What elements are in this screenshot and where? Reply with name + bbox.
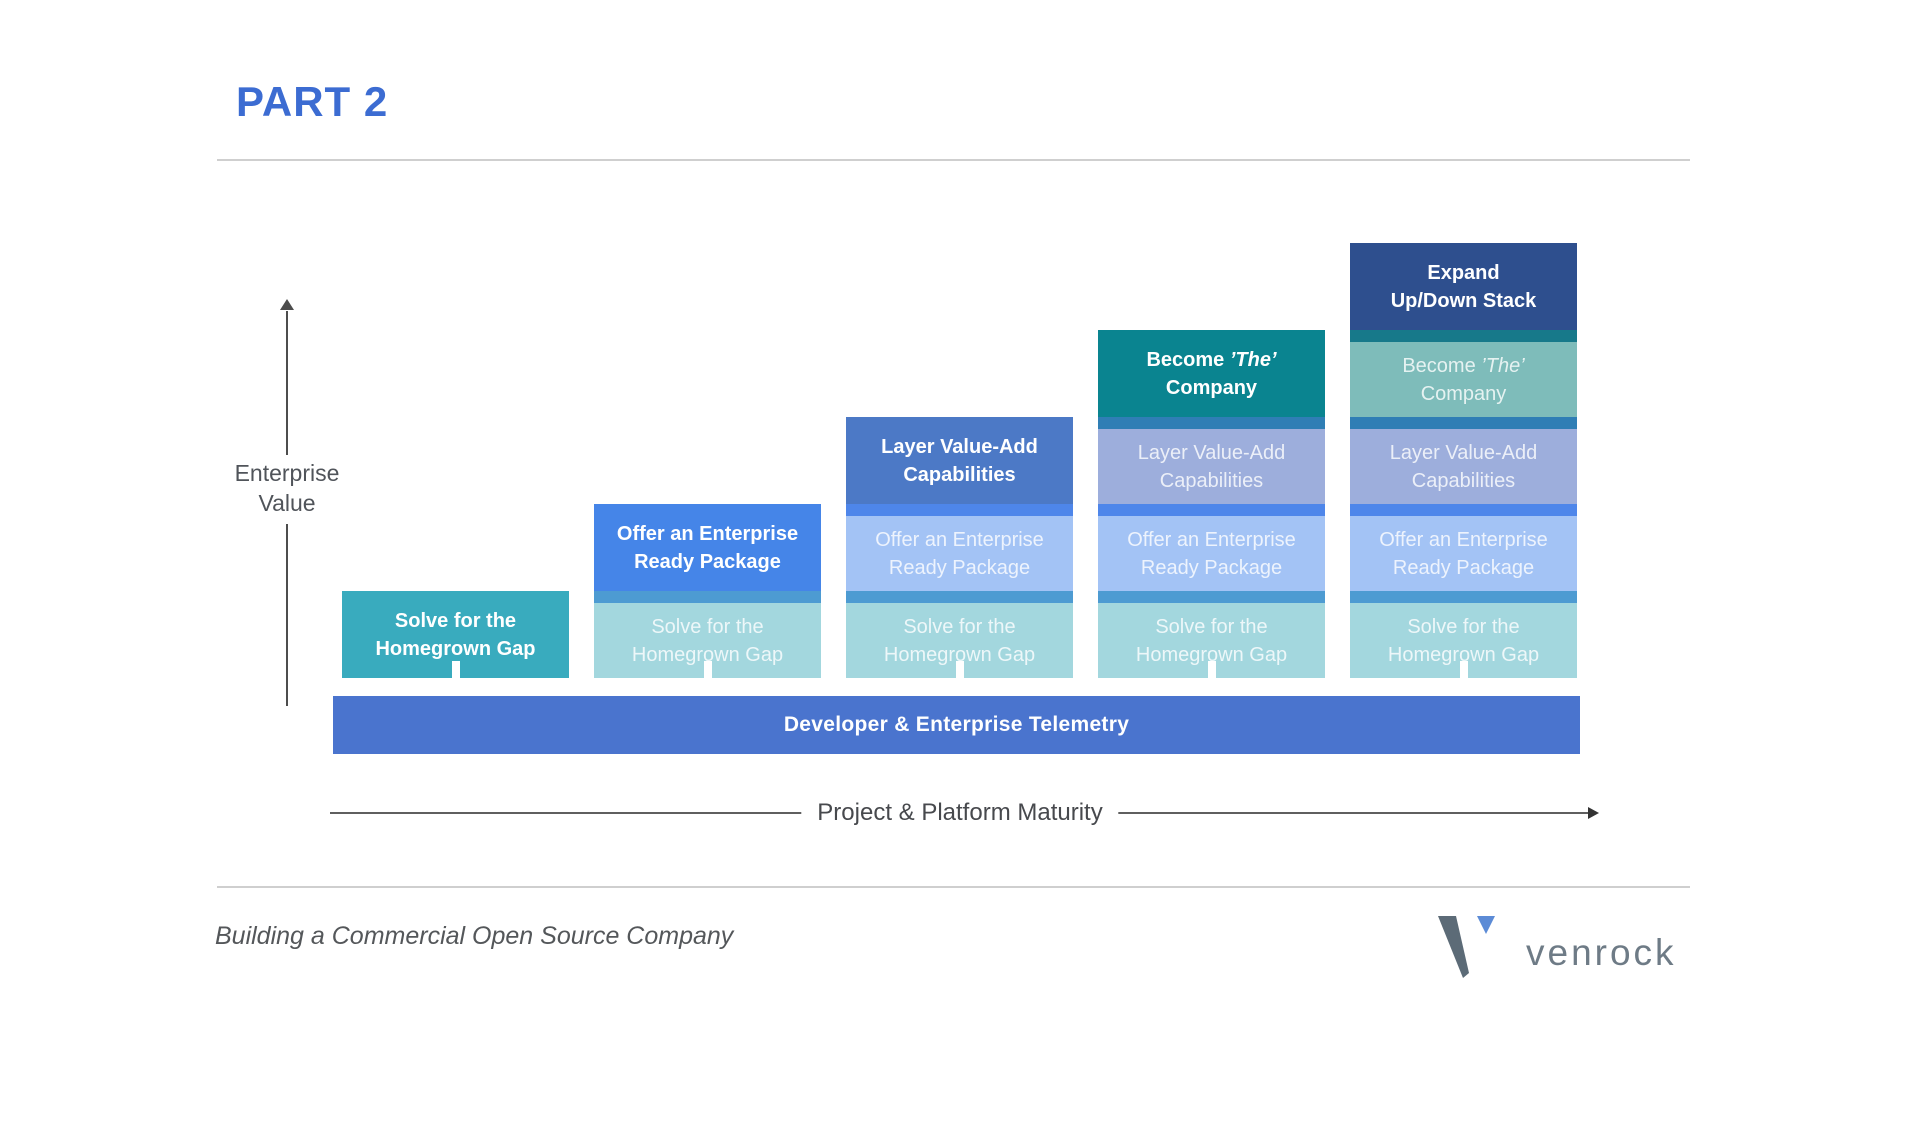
block-become-faded: Become ’The’Company [1350,342,1577,417]
page-title: PART 2 [236,78,389,125]
level-strip-offer [846,504,1073,516]
venrock-logo-mark-icon [1438,916,1495,978]
y-axis-label-line2: Value [258,490,316,516]
level-strip-layer [1098,417,1325,429]
venrock-logo-text: venrock [1526,932,1677,973]
y-axis-line-upper [286,311,288,455]
y-axis-label: Enterprise Value [192,458,382,518]
x-axis-arrowhead-icon [1588,807,1599,819]
y-axis-label-line1: Enterprise [234,460,340,486]
bottom-divider [217,886,1690,888]
footer-caption: Building a Commercial Open Source Compan… [215,922,734,950]
telemetry-arrow-stem [704,661,712,702]
telemetry-bar-label: Developer & Enterprise Telemetry [783,713,1130,736]
block-label-become-faded: Become ’The’Company [1402,354,1525,405]
telemetry-arrow-stem [452,661,460,702]
level-strip-solve [1098,591,1325,603]
block-label-become: Become ’The’Company [1146,348,1277,399]
telemetry-bar: Developer & Enterprise Telemetry [333,696,1580,754]
block-become: Become ’The’Company [1098,330,1325,417]
telemetry-arrow-stem [956,661,964,702]
telemetry-arrow-stem [1460,661,1468,702]
level-strip-offer [1350,504,1577,516]
level-strip-offer [1098,504,1325,516]
level-strip-become [1350,330,1577,342]
x-axis-label: Project & Platform Maturity [801,797,1119,829]
level-strip-solve [594,591,821,603]
y-axis-line-lower [286,524,288,706]
venrock-logo: venrock [1438,916,1677,980]
level-strip-solve [846,591,1073,603]
level-strip-solve [1350,591,1577,603]
telemetry-arrow-stem [1208,661,1216,702]
level-strip-layer [1350,417,1577,429]
top-divider [217,159,1690,161]
y-axis-arrowhead-icon [280,299,294,310]
